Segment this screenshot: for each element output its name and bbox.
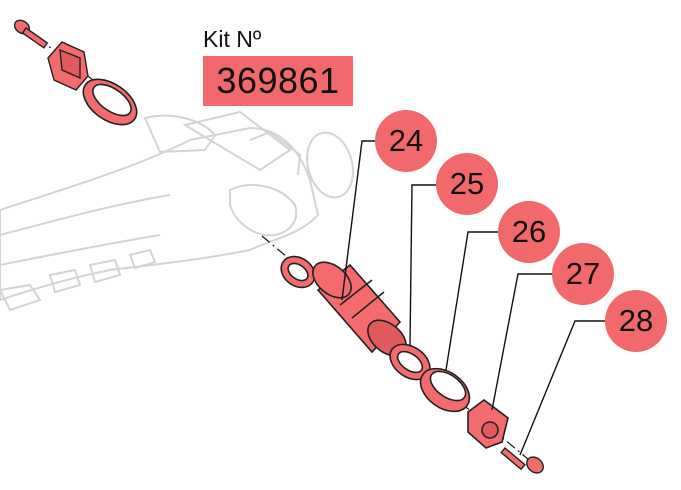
part-26-ring bbox=[419, 367, 471, 413]
kit-number-badge: 369861 bbox=[203, 56, 353, 106]
callout-24[interactable]: 24 bbox=[375, 110, 437, 172]
top-clip bbox=[47, 41, 89, 91]
callout-25[interactable]: 25 bbox=[436, 153, 498, 215]
top-ring bbox=[82, 78, 138, 126]
callout-28[interactable]: 28 bbox=[605, 290, 667, 352]
leader-lines bbox=[341, 140, 605, 456]
callout-27[interactable]: 27 bbox=[552, 243, 614, 305]
ghost-tool-body bbox=[0, 110, 354, 312]
part-28-screw bbox=[500, 447, 544, 474]
callout-26[interactable]: 26 bbox=[498, 201, 560, 263]
part-27-clip bbox=[467, 399, 509, 449]
top-screw bbox=[13, 19, 49, 49]
kit-label: Kit Nº bbox=[203, 26, 262, 52]
part-o-ring-small bbox=[280, 255, 316, 289]
